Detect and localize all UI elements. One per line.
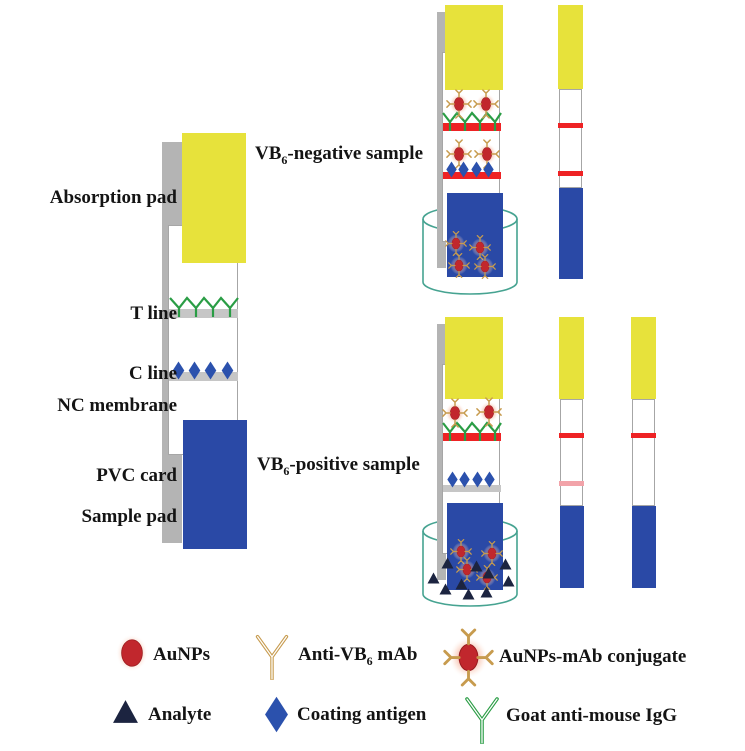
positive-sample-label: VB6-positive sample xyxy=(257,453,420,478)
analyte-icon xyxy=(482,567,495,579)
anti-vb6-label-suffix: mAb xyxy=(372,644,418,665)
coating-antigen-icon xyxy=(483,471,496,488)
nc-membrane-label: NC membrane xyxy=(57,395,177,416)
analyte-icon xyxy=(480,586,493,598)
anti-vb6-label-subscript: 6 xyxy=(366,654,373,668)
negative-sample-label: VB6-negative sample xyxy=(255,142,423,167)
absorption-pad xyxy=(445,5,503,90)
c-line-result xyxy=(558,171,583,176)
c-line-result-faint xyxy=(559,481,584,486)
t-line-result xyxy=(559,433,584,438)
c-line-band xyxy=(443,485,501,492)
t-line-band xyxy=(443,433,501,441)
analyte-icon xyxy=(441,557,454,569)
aunps-mab-conjugate-icon xyxy=(473,253,497,280)
sample-pad-label: Sample pad xyxy=(81,506,177,527)
coating-antigen-icon xyxy=(458,471,471,488)
aunps-mab-conjugate-icon xyxy=(475,396,503,428)
c-line-band xyxy=(169,372,238,381)
coating-antigen-icon xyxy=(187,361,202,380)
analyte-icon xyxy=(112,699,139,724)
aunps-icon xyxy=(115,633,149,673)
absorption-pad xyxy=(182,133,246,263)
positive-label-subscript: 6 xyxy=(283,464,290,478)
anti-vb6-mab-icon xyxy=(254,628,290,680)
c-line-band xyxy=(443,172,501,179)
pvc-card-backing xyxy=(437,12,446,268)
analyte-label: Analyte xyxy=(148,704,212,725)
sample-pad xyxy=(632,506,656,588)
anti-vb6-label-prefix: Anti-VB xyxy=(298,644,367,665)
aunps-mab-conjugate-icon xyxy=(441,626,496,689)
nc-membrane xyxy=(632,399,655,506)
t-line-result xyxy=(631,433,656,438)
aunps-mab-conjugate-label: AuNPs-mAb conjugate xyxy=(499,646,687,667)
t-line-band xyxy=(169,309,238,318)
aunps-mab-conjugate-icon xyxy=(445,88,473,120)
aunps-mab-conjugate-icon xyxy=(472,88,500,120)
nc-membrane xyxy=(168,225,238,455)
aunps-mab-conjugate-icon xyxy=(441,397,469,429)
t-line-result xyxy=(558,123,583,128)
coating-antigen-icon xyxy=(457,161,470,178)
negative-label-suffix: -negative sample xyxy=(287,143,424,164)
absorption-pad xyxy=(631,317,656,399)
t-line-band xyxy=(443,123,501,131)
t-line-label: T line xyxy=(130,303,177,324)
pvc-card-label: PVC card xyxy=(96,465,177,486)
sample-pad xyxy=(183,420,247,549)
absorption-pad xyxy=(559,317,584,399)
coating-antigen-icon xyxy=(203,361,218,380)
coating-antigen-icon xyxy=(264,695,289,734)
aunps-mab-conjugate-icon xyxy=(447,252,471,279)
negative-label-subscript: 6 xyxy=(281,153,288,167)
analyte-icon xyxy=(499,558,512,570)
analyte-icon xyxy=(439,583,452,595)
negative-label-prefix: VB xyxy=(255,143,282,164)
goat-igg-row-icon xyxy=(442,421,502,441)
coating-antigen-icon xyxy=(482,161,495,178)
nc-membrane xyxy=(559,89,582,188)
absorption-pad xyxy=(558,5,583,89)
goat-anti-mouse-igg-label: Goat anti-mouse IgG xyxy=(506,705,677,726)
c-line-label: C line xyxy=(128,363,177,384)
sample-pad xyxy=(560,506,584,588)
pvc-card-backing xyxy=(437,324,446,580)
goat-anti-mouse-igg-icon xyxy=(463,690,501,744)
sample-pad xyxy=(559,188,583,279)
coating-antigen-icon xyxy=(220,361,235,380)
anti-vb6-mab-label: Anti-VB6 mAb xyxy=(298,643,418,668)
positive-label-suffix: -positive sample xyxy=(289,454,420,475)
positive-label-prefix: VB xyxy=(257,454,284,475)
coating-antigen-label: Coating antigen xyxy=(297,704,427,725)
analyte-icon xyxy=(462,588,475,600)
absorption-pad-label: Absorption pad xyxy=(49,187,177,208)
goat-igg-row-icon xyxy=(169,296,239,317)
analyte-icon xyxy=(502,575,515,587)
aunps-label: AuNPs xyxy=(153,644,211,665)
absorption-pad xyxy=(445,317,503,399)
nc-membrane xyxy=(560,399,583,506)
goat-igg-row-icon xyxy=(442,111,502,131)
